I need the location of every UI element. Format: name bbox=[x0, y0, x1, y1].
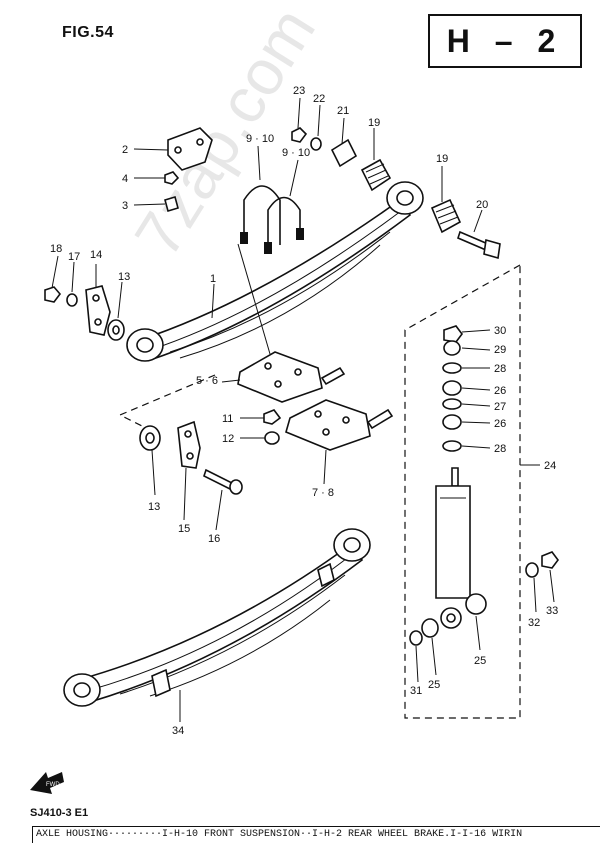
pin-21 bbox=[330, 138, 358, 168]
shackle-14 bbox=[85, 285, 111, 336]
washer-22 bbox=[310, 137, 322, 151]
svg-text:FWD: FWD bbox=[46, 782, 60, 788]
bushing-26b bbox=[442, 414, 462, 430]
callout-24: 24 bbox=[544, 460, 556, 472]
callout-20: 20 bbox=[476, 199, 488, 211]
callout-34: 34 bbox=[172, 725, 184, 737]
spring-seat-7-8 bbox=[285, 399, 394, 451]
callout-30: 30 bbox=[494, 325, 506, 337]
shackle-15 bbox=[177, 420, 201, 469]
callout-19b: 19 bbox=[436, 153, 448, 165]
bushing-19a bbox=[360, 158, 392, 192]
nut-18 bbox=[44, 286, 62, 303]
callout-4: 4 bbox=[122, 173, 128, 185]
callout-11: 11 bbox=[222, 413, 233, 425]
callout-28a: 28 bbox=[494, 363, 506, 375]
callout-14: 14 bbox=[90, 249, 102, 261]
bolt-16 bbox=[203, 468, 243, 495]
callout-25a: 25 bbox=[474, 655, 486, 667]
nut-30 bbox=[443, 325, 463, 343]
callout-29: 29 bbox=[494, 344, 506, 356]
section-code: H – 2 bbox=[428, 14, 582, 68]
group-outline-5-6 bbox=[118, 374, 216, 431]
callout-13b: 13 bbox=[148, 501, 160, 513]
spring-seat-5-6 bbox=[237, 351, 346, 403]
callout-27: 27 bbox=[494, 401, 506, 413]
callout-1: 1 bbox=[210, 273, 216, 285]
bushing-25b bbox=[421, 618, 439, 638]
washer-29 bbox=[443, 340, 461, 356]
bushing-13b bbox=[139, 425, 161, 451]
washer-28a bbox=[442, 362, 462, 374]
u-bolts bbox=[240, 185, 304, 254]
bolt-20 bbox=[457, 230, 501, 260]
callout-15: 15 bbox=[178, 523, 190, 535]
group-outline-24 bbox=[404, 263, 521, 719]
lower-leaf-spring bbox=[63, 528, 371, 707]
washer-32 bbox=[525, 562, 539, 578]
callout-19a: 19 bbox=[368, 117, 380, 129]
callout-2: 2 bbox=[122, 144, 128, 156]
nut-33 bbox=[541, 551, 559, 569]
callout-26a: 26 bbox=[494, 385, 506, 397]
bushing-25a bbox=[465, 593, 487, 615]
bushing-13a bbox=[107, 319, 125, 341]
washer-28b bbox=[442, 440, 462, 452]
callout-3: 3 bbox=[122, 200, 128, 212]
upper-leaf-spring bbox=[126, 181, 424, 362]
callout-18: 18 bbox=[50, 243, 62, 255]
nut-11 bbox=[263, 409, 282, 425]
leader-lines bbox=[51, 97, 555, 722]
footer-index: AXLE HOUSING·········I-H-10 FRONT SUSPEN… bbox=[32, 826, 600, 843]
callout-32: 32 bbox=[528, 617, 540, 629]
callout-23: 23 bbox=[293, 85, 305, 97]
shock-absorber-24 bbox=[435, 467, 471, 629]
callout-13a: 13 bbox=[118, 271, 130, 283]
washer-27 bbox=[442, 398, 462, 410]
callout-33: 33 bbox=[546, 605, 558, 617]
bushing-26a bbox=[442, 380, 462, 396]
nut-4 bbox=[164, 171, 180, 185]
model-code: SJ410-3 E1 bbox=[30, 807, 89, 819]
callout-7-8: 7 · 8 bbox=[312, 487, 334, 499]
callout-25b: 25 bbox=[428, 679, 440, 691]
bracket-2 bbox=[167, 127, 213, 171]
callout-5-6: 5 · 6 bbox=[196, 375, 218, 387]
washer-31 bbox=[409, 630, 423, 646]
callout-28b: 28 bbox=[494, 443, 506, 455]
callout-17: 17 bbox=[68, 251, 80, 263]
callout-9-10b: 9 · 10 bbox=[282, 147, 310, 159]
figure-label: FIG.54 bbox=[62, 24, 114, 41]
callout-31: 31 bbox=[410, 685, 422, 697]
bushing-19b bbox=[430, 198, 462, 234]
callout-21: 21 bbox=[337, 105, 349, 117]
washer-17 bbox=[66, 293, 78, 307]
callout-9-10a: 9 · 10 bbox=[246, 133, 274, 145]
bolt-3 bbox=[164, 195, 179, 213]
callout-16: 16 bbox=[208, 533, 220, 545]
callout-26b: 26 bbox=[494, 418, 506, 430]
nut-23 bbox=[291, 127, 308, 143]
fwd-arrow-icon: FWD bbox=[30, 772, 64, 794]
callout-22: 22 bbox=[313, 93, 325, 105]
callout-12: 12 bbox=[222, 433, 234, 445]
washer-12 bbox=[264, 431, 280, 445]
